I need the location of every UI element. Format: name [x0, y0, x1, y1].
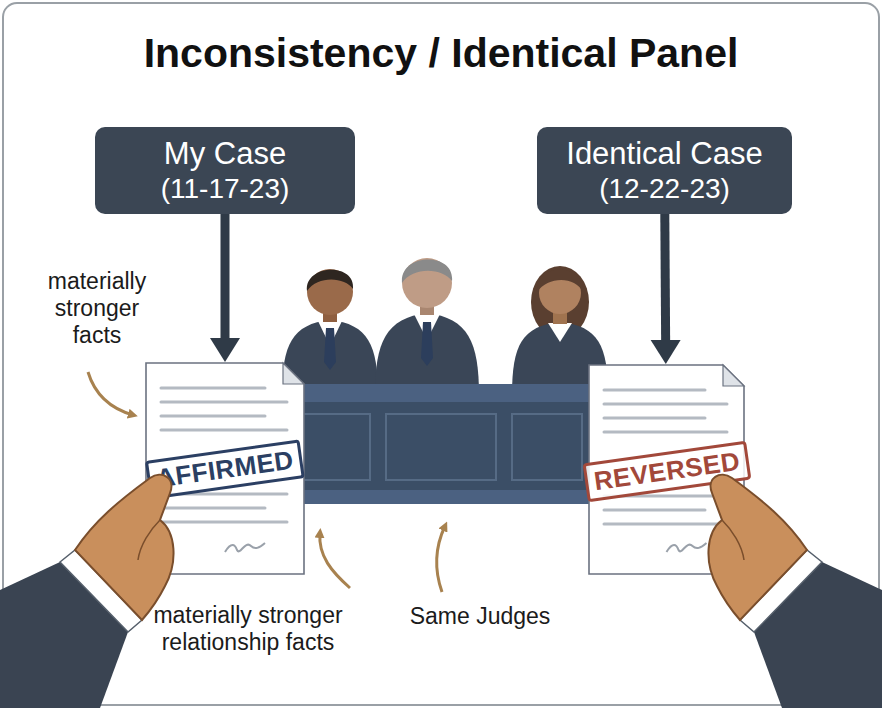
arrow-head [651, 340, 681, 364]
flow-arrow [210, 214, 240, 362]
ruling-document: AFFIRMED [145, 362, 305, 575]
case-box: Identical Case(12-22-23) [537, 127, 792, 214]
judge-figure [282, 269, 378, 395]
ruling-document: REVERSED [588, 364, 745, 575]
arrow-shaft [221, 214, 230, 338]
frame [3, 3, 879, 705]
case-date: (11-17-23) [161, 172, 290, 206]
judge-figure [375, 258, 479, 395]
annotation-label: Same Judges [390, 603, 570, 630]
leader-arrow [437, 526, 445, 592]
case-name: Identical Case [566, 136, 762, 172]
arrow-head [210, 338, 240, 362]
case-name: My Case [164, 136, 286, 172]
annotation-label: materially stronger facts [32, 268, 162, 349]
arrow-shaft [660, 214, 670, 340]
diagram-title: Inconsistency / Identical Panel [0, 30, 882, 77]
judges-bench [270, 384, 615, 504]
case-box: My Case(11-17-23) [95, 127, 355, 214]
case-date: (12-22-23) [599, 172, 730, 206]
leader-arrow [320, 533, 350, 588]
leader-arrow [88, 372, 133, 415]
annotation-label: materially stronger relationship facts [128, 602, 368, 656]
flow-arrow [651, 214, 681, 364]
